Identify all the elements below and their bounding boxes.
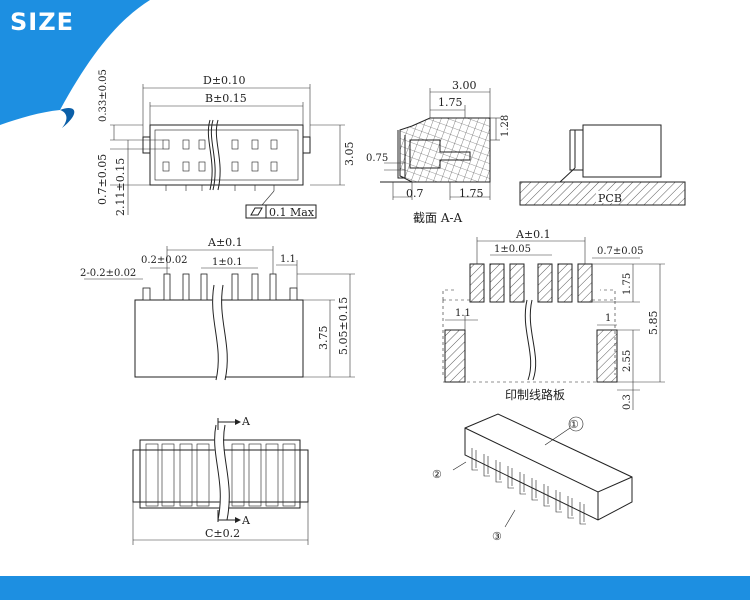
dim-175-top: 1.75: [438, 96, 463, 109]
dim-175-pcb: 1.75: [622, 273, 633, 295]
tolerance-value: 0.1: [269, 206, 287, 219]
dim-d: D±0.10: [203, 74, 246, 87]
dim-a-pcb: A±0.1: [515, 228, 551, 241]
dim-a-front: A±0.1: [207, 236, 243, 249]
size-title: SIZE: [10, 8, 75, 36]
dim-07: 0.7±0.05: [96, 154, 109, 205]
dim-11-pcb: 1.1: [455, 308, 471, 319]
size-banner: [0, 0, 150, 128]
dim-305: 3.05: [343, 142, 356, 167]
dim-211: 2.11±0.15: [114, 158, 127, 216]
dim-300: 3.00: [452, 79, 477, 92]
top-view: D±0.10 B±0.15 3.05 0.33±0.05 0.7±0.05 2.…: [96, 69, 356, 219]
section-view: 3.00 1.75 1.28 0.75 0.7 1.75 截面 A-A: [366, 79, 511, 225]
isometric-view: ① ② ③: [432, 413, 633, 543]
dim-505: 5.05±0.15: [337, 297, 350, 355]
section-mark-bottom: A: [241, 514, 251, 527]
callout-1: ①: [569, 418, 579, 431]
dim-b: B±0.15: [205, 92, 247, 105]
dim-03: 0.3: [622, 394, 633, 410]
dim-1-pcb: 1±0.05: [494, 244, 531, 255]
callout-2: ②: [432, 468, 442, 481]
dim-02: 0.2±0.02: [141, 255, 188, 266]
dim-07-section: 0.7: [406, 187, 424, 200]
dim-07-pcb: 0.7±0.05: [597, 246, 644, 257]
tolerance-max: Max: [290, 206, 315, 219]
bottom-accent-bar: [0, 576, 750, 600]
section-caption: 截面 A-A: [413, 211, 463, 225]
dim-c: C±0.2: [205, 527, 240, 540]
pcb-label: PCB: [598, 192, 622, 205]
section-mark-top: A: [241, 415, 251, 428]
pcb-layout: A±0.1 1±0.05 0.7±0.05 1.75 5.85 2.55 0.3…: [442, 228, 665, 410]
front-view: A±0.1 0.2±0.02 2-0.2±0.02 1±0.1 1.1 3.75…: [80, 236, 355, 382]
dim-128: 1.28: [500, 115, 511, 137]
callout-3: ③: [492, 530, 502, 543]
dim-175-bottom: 1.75: [459, 187, 484, 200]
dim-11-front: 1.1: [280, 254, 296, 265]
dim-255: 2.55: [622, 350, 633, 372]
bottom-view: A A C±0.2: [132, 415, 309, 545]
dim-375: 3.75: [317, 326, 330, 351]
dim-075: 0.75: [366, 153, 388, 164]
pcb-side-view: PCB: [519, 124, 686, 206]
dim-2-02: 2-0.2±0.02: [80, 268, 136, 279]
dim-1-front: 1±0.1: [212, 257, 243, 268]
dim-033: 0.33±0.05: [98, 69, 109, 122]
dim-1-right-pcb: 1: [605, 313, 611, 324]
dim-585: 5.85: [647, 311, 660, 336]
pcb-caption: 印制线路板: [505, 387, 565, 402]
